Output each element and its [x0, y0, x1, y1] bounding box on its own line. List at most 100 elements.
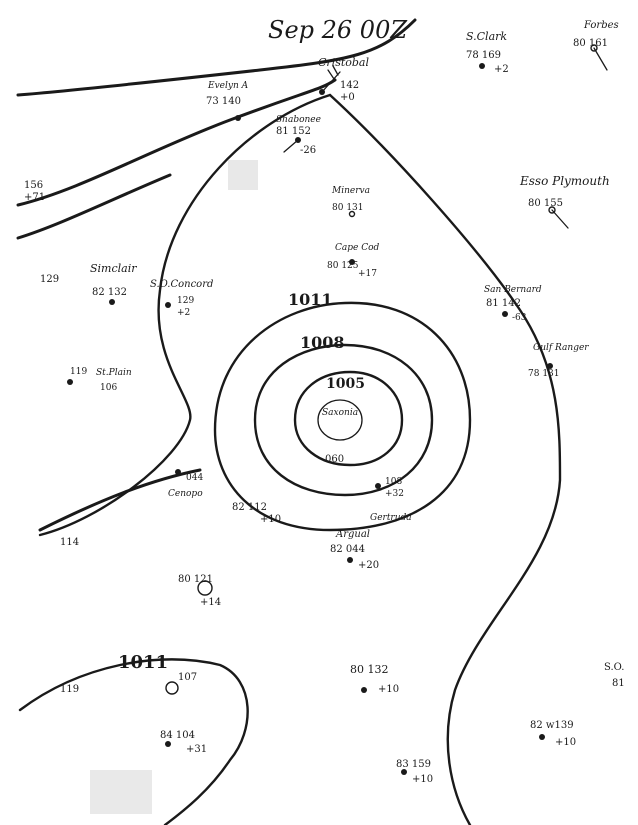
center-vals: 060: [325, 454, 344, 465]
front-line-lower: [16, 173, 172, 240]
wind-barb-cristobal: [321, 65, 341, 93]
station-sw-dot: [165, 741, 171, 747]
stplain-t: 106: [100, 383, 117, 393]
station-concord: S.O.Concord: [150, 279, 213, 290]
simclair-vals: 82 132: [92, 287, 127, 298]
sclark-t: +2: [494, 64, 509, 75]
center-label: Saxonia: [322, 408, 358, 418]
shabonee-vals: 81 152: [276, 126, 311, 137]
storm-eye: [317, 399, 363, 441]
station-bl-dot: [165, 681, 179, 695]
mid-left-vals: 82 112: [232, 502, 267, 513]
left-station-2: 129: [40, 274, 59, 285]
station-capecod-dot: [349, 259, 355, 265]
esso-vals: 80 155: [528, 198, 563, 209]
wind-barb-esso: [551, 209, 569, 229]
cristobal-t: +0: [340, 92, 355, 103]
station-gulfranger: Gulf Ranger: [533, 343, 589, 353]
far-right-label: S.O.: [604, 662, 624, 673]
bl-vals: 119: [60, 684, 79, 695]
concord-t: +2: [177, 308, 190, 318]
forbes-vals: 80 161: [573, 38, 608, 49]
station-gulfranger-dot: [547, 363, 553, 369]
station-minerva-dot: [348, 210, 356, 218]
gertruda-t: +32: [385, 489, 404, 499]
concord-vals: 129: [177, 296, 194, 306]
left-station-1-t: +71: [24, 192, 45, 203]
mid-t: +14: [200, 597, 221, 608]
station-simclair-dot: [109, 299, 115, 305]
front-line-top: [16, 18, 417, 97]
mid-vals: 80 121: [178, 574, 213, 585]
isobar-1011-label: 1011: [288, 290, 333, 309]
station-evelyn: Evelyn A: [207, 81, 249, 91]
station-capecod: Cape Cod: [335, 243, 380, 253]
gulfranger-vals: 78 131: [528, 369, 560, 379]
sclark-vals: 78 169: [466, 50, 501, 61]
sw-vals: 84 104: [160, 730, 195, 741]
station-se3-dot: [539, 734, 545, 740]
station-forbes: Forbes: [583, 20, 619, 31]
wind-barb-forbes: [593, 47, 608, 71]
station-sclark: S.Clark: [466, 30, 507, 43]
station-stplain-dot: [67, 379, 73, 385]
station-minerva: Minerva: [331, 186, 370, 196]
isobar-1011-ring: [213, 301, 472, 532]
shabonee-td: -26: [300, 145, 316, 156]
station-concord-dot: [165, 302, 171, 308]
capecod-vals: 80 125: [327, 261, 359, 271]
sanbernard-t: -63: [512, 313, 527, 323]
station-cenopo: Cenopo: [168, 489, 203, 499]
isobar-1005-label: 1005: [326, 376, 365, 392]
station-argual-dot: [347, 557, 353, 563]
se3-t: +10: [555, 737, 576, 748]
sw-isobar-1011: [18, 658, 249, 825]
station-evelyn-dot: [235, 115, 241, 121]
stplain-vals: 119: [70, 367, 87, 377]
gertruda-vals: 108: [385, 477, 402, 487]
station-argual: Argual: [335, 529, 370, 540]
isobar-1005-ring: [293, 370, 404, 467]
argual-t: +20: [358, 560, 379, 571]
bl-t: 107: [178, 672, 197, 683]
se3-vals: 82 w139: [530, 720, 574, 731]
station-cenopo-dot: [175, 469, 181, 475]
se2-vals: 83 159: [396, 759, 431, 770]
station-mid-dot: [197, 580, 213, 596]
station-se1-dot: [361, 687, 367, 693]
station-gertruda-dot: [375, 483, 381, 489]
argual-vals: 82 044: [330, 544, 365, 555]
se1-vals: 80 132: [350, 663, 389, 676]
sanbernard-vals: 81 142: [486, 298, 521, 309]
mid-left-t: +10: [260, 514, 281, 525]
se2-t: +10: [412, 774, 433, 785]
trough-envelope: [38, 93, 332, 537]
station-esso: Esso Plymouth: [519, 174, 610, 188]
sw-isobar-label: 1011: [118, 652, 168, 673]
station-sanbernard-dot: [502, 311, 508, 317]
smudge-top: [228, 160, 258, 190]
evelyn-vals: 73 140: [206, 96, 241, 107]
station-sanbernard: San Bernard: [484, 285, 542, 295]
station-shabonee: Shabonee: [276, 115, 321, 125]
cenopo-vals: 044: [186, 473, 203, 483]
isobar-1008-label: 1008: [300, 333, 345, 352]
front-line-sw: [38, 468, 202, 532]
station-gertruda: Gertruda: [370, 513, 412, 523]
station-simclair: Simclair: [90, 262, 137, 275]
minerva-vals: 80 131: [332, 203, 364, 213]
isobar-1008-ring: [253, 343, 434, 497]
sw-t: +31: [186, 744, 207, 755]
left-station-1: 156: [24, 180, 43, 191]
capecod-t: +17: [358, 269, 377, 279]
map-title: Sep 26 00Z: [268, 16, 408, 44]
smudge-bottom: [90, 770, 152, 814]
front-line-middle: [16, 78, 337, 207]
trough-envelope-right: [328, 93, 562, 825]
station-stplain: St.Plain: [96, 368, 132, 378]
station-se2-dot: [401, 769, 407, 775]
left-station-3: 114: [60, 537, 79, 548]
station-cristobal: Cristobal: [318, 56, 369, 69]
cristobal-p: 142: [340, 80, 359, 91]
